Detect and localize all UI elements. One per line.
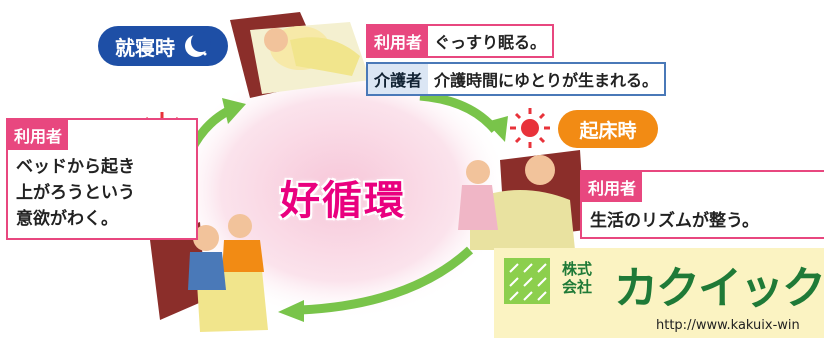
- arrow-bottom-head: [278, 300, 304, 322]
- wakeup-badge: 起床時: [558, 110, 658, 148]
- getting-up-line-2: 上がろうという: [16, 183, 135, 203]
- bedtime-user-box: 利用者 ぐっすり眠る。: [366, 24, 555, 58]
- company-logo[interactable]: 株式 会社 カクイックスウ http://www.kakuix-win: [494, 248, 824, 338]
- getting-up-line-3: 意欲がわく。: [16, 209, 118, 229]
- getting-up-user-box: 利用者 ベッドから起き 上がろうという 意欲がわく。: [6, 118, 198, 240]
- caregiver-tag: 介護者: [368, 64, 429, 94]
- cycle-title: 好循環: [280, 178, 406, 224]
- bedtime-caregiver-text: 介護時間にゆとりが生まれる。: [434, 71, 659, 90]
- logo-mark-icon: [504, 258, 550, 304]
- user-tag: 利用者: [582, 172, 643, 202]
- bed-sleeping-illustration: [230, 12, 370, 98]
- arrow-up-left-head: [222, 98, 246, 124]
- bedtime-label: 就寝時: [115, 35, 175, 60]
- wakeup-label: 起床時: [579, 119, 637, 142]
- user-tag: 利用者: [8, 120, 69, 150]
- logo-company-name: カクイックスウ: [614, 263, 824, 314]
- bed-getting-up-illustration: [150, 214, 268, 332]
- arrow-top-right-head: [486, 116, 508, 142]
- bed-waking-illustration: [458, 150, 585, 250]
- wakeup-user-box: 利用者 生活のリズムが整う。: [580, 170, 824, 239]
- logo-url[interactable]: http://www.kakuix-win: [656, 318, 800, 333]
- sun-icon: [510, 108, 550, 148]
- logo-kabu: 株式: [562, 260, 593, 278]
- wakeup-user-text: 生活のリズムが整う。: [590, 211, 759, 231]
- logo-kaisha: 会社: [562, 278, 593, 296]
- bedtime-badge: 就寝時: [98, 26, 228, 66]
- moon-icon: [185, 32, 211, 57]
- logo-corp-label: 株式 会社: [562, 260, 592, 296]
- bedtime-caregiver-box: 介護者 介護時間にゆとりが生まれる。: [366, 62, 667, 96]
- bedtime-user-text: ぐっすり眠る。: [434, 33, 547, 52]
- arrow-bottom: [299, 246, 474, 315]
- user-tag: 利用者: [368, 26, 429, 56]
- getting-up-line-1: ベッドから起き: [16, 157, 135, 177]
